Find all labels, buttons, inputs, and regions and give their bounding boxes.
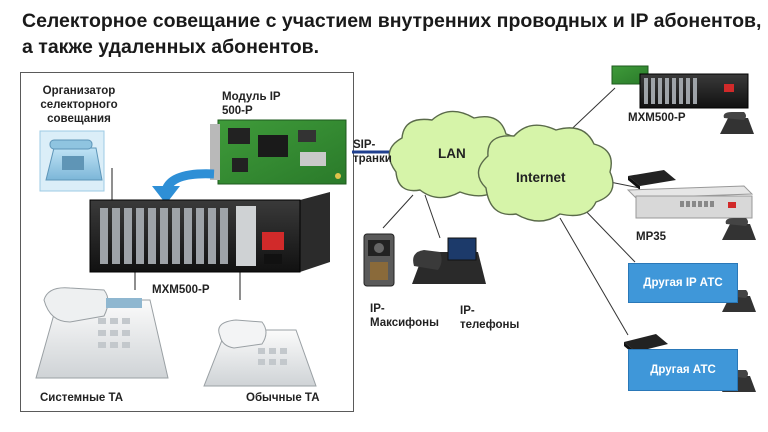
mp35-label: MP35 <box>636 231 667 243</box>
ip-phone-icon <box>412 237 486 284</box>
ip-intercom-icon <box>363 233 395 287</box>
organizer-label: Организатор селекторного совещания <box>40 85 118 125</box>
other-pbx-box: Другая АТС <box>628 349 738 391</box>
internet-label: Internet <box>516 170 566 185</box>
organizer-phone-icon <box>39 130 105 192</box>
remote-phone-2-icon <box>722 218 756 240</box>
mp35-device-icon <box>626 185 754 219</box>
ip-intercoms-label: IP- Максифоны <box>370 303 439 329</box>
regular-phones-label: Обычные ТА <box>246 392 320 404</box>
mxm-remote-label: MXM500-P <box>628 112 686 124</box>
other-ip-pbx-box: Другая IP АТС <box>628 263 738 303</box>
regular-phone-icon <box>203 319 317 387</box>
page-title: Селекторное совещание с участием внутрен… <box>22 10 762 58</box>
sip-trunks-label: SIP- транки <box>353 139 392 165</box>
system-phones-label: Системные ТА <box>40 392 124 404</box>
mxm500-rack-icon <box>89 192 330 273</box>
mxm-center-label: MXM500-P <box>152 284 210 296</box>
ip500-module-icon <box>210 119 347 185</box>
remote-mxm500-icon <box>611 65 749 109</box>
router-icon <box>628 170 676 190</box>
remote-phone-1-icon <box>720 112 754 134</box>
ip-phones-label: IP- телефоны <box>460 305 520 331</box>
module-label: Модуль IP 500-P <box>222 91 281 117</box>
lan-label: LAN <box>438 146 466 161</box>
system-phone-icon <box>35 287 169 379</box>
internet-cloud-icon <box>477 124 614 222</box>
